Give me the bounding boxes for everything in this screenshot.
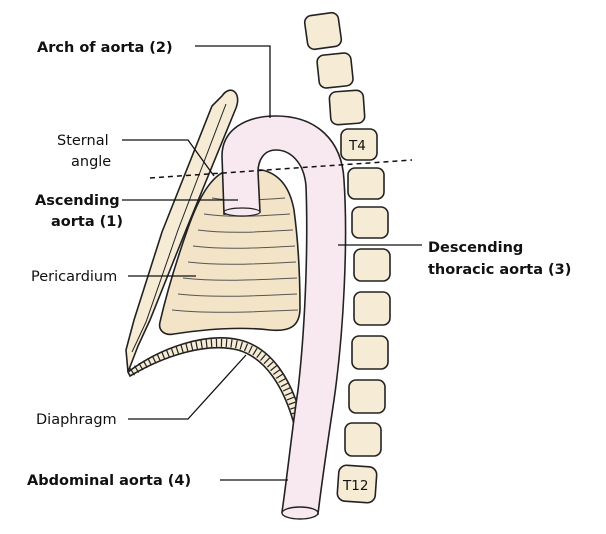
diaphragm-hatch-mark bbox=[210, 339, 213, 348]
diaphragm-hatch-mark bbox=[239, 341, 243, 350]
diaphragm-hatch-mark bbox=[284, 391, 293, 396]
leader-sternal-angle bbox=[122, 139, 215, 177]
diaphragm-hatch-mark bbox=[235, 340, 238, 349]
label-pericardium: Pericardium bbox=[31, 269, 117, 285]
label-ascending: Ascending bbox=[35, 193, 120, 209]
label-abdominal-aorta: Abdominal aorta(4) bbox=[27, 473, 191, 489]
diaphragm-hatch-mark bbox=[270, 365, 278, 372]
diaphragm-hatch-mark bbox=[195, 341, 198, 350]
sternal-angle-plane bbox=[149, 159, 413, 179]
diaphragm-hatch-mark bbox=[266, 361, 274, 368]
leader-arch bbox=[195, 45, 271, 118]
diaphragm-hatch-mark bbox=[142, 360, 148, 368]
diaphragm-hatch-mark bbox=[165, 349, 170, 358]
label-diaphragm: Diaphragm bbox=[36, 412, 117, 428]
vertebra bbox=[353, 291, 391, 326]
diaphragm-hatch-mark bbox=[282, 387, 291, 392]
diaphragm-hatch-mark bbox=[230, 339, 233, 348]
pericardium bbox=[158, 169, 301, 336]
diaphragm-hatch-mark bbox=[205, 339, 208, 348]
vertebra-t12 bbox=[336, 464, 378, 504]
diaphragm-hatch-mark bbox=[156, 353, 161, 362]
label-ascending-aorta: aorta(1) bbox=[51, 214, 123, 230]
vertebra-t4 bbox=[340, 128, 378, 161]
vertebra bbox=[351, 206, 389, 239]
sternum bbox=[125, 89, 239, 373]
diaphragm-hatch-mark bbox=[200, 340, 203, 349]
diaphragm-hatch-mark bbox=[190, 342, 194, 351]
vertebra bbox=[303, 11, 343, 51]
vertebra bbox=[347, 167, 385, 200]
label-sternal: Sternal bbox=[57, 133, 109, 149]
diaphragm-hatch-mark bbox=[147, 358, 153, 366]
label-descending: Descending bbox=[428, 240, 523, 256]
diaphragm-hatch-mark bbox=[252, 347, 258, 356]
label-angle: angle bbox=[71, 154, 111, 170]
diaphragm-hatch-mark bbox=[138, 362, 144, 371]
diaphragm-hatch-mark bbox=[151, 355, 157, 364]
diaphragm-hatch-mark bbox=[275, 373, 284, 379]
diaphragm-hatch-mark bbox=[185, 343, 189, 352]
label-t12: T12 bbox=[342, 478, 368, 494]
leader-diaphragm bbox=[128, 354, 247, 420]
vertebra bbox=[351, 335, 389, 370]
diaphragm-hatch-mark bbox=[170, 347, 175, 356]
vertebra bbox=[344, 422, 382, 457]
label-thoracic-aorta: thoracic aorta(3) bbox=[428, 262, 571, 278]
diaphragm-hatch-mark bbox=[278, 377, 286, 384]
vertebra bbox=[316, 52, 354, 89]
diaphragm-hatch-mark bbox=[256, 350, 262, 358]
pericardium-folds bbox=[171, 197, 299, 313]
diaphragm-hatch-mark bbox=[161, 351, 166, 360]
diaphragm-hatch-mark bbox=[273, 369, 281, 375]
aorta-cut-end bbox=[281, 506, 319, 520]
diaphragm-hatch-mark bbox=[280, 382, 289, 388]
diaphragm-hatch-mark bbox=[243, 343, 249, 352]
ascending-aorta-root bbox=[223, 207, 261, 217]
diaphragm bbox=[126, 337, 311, 474]
vertebra bbox=[353, 248, 391, 282]
diaphragm-hatch-mark bbox=[133, 365, 140, 373]
vertebral-column bbox=[303, 11, 391, 504]
diaphragm-hatch-mark bbox=[288, 401, 297, 406]
diaphragm-hatch-mark bbox=[263, 357, 271, 365]
label-t4: T4 bbox=[348, 138, 366, 154]
vertebra bbox=[348, 379, 386, 414]
diaphragm-hatch-mark bbox=[129, 368, 136, 376]
diaphragm-hatch-mark bbox=[180, 344, 184, 353]
diaphragm-hatch-mark bbox=[286, 396, 295, 401]
diaphragm-hatch-mark bbox=[225, 339, 228, 348]
vertebra bbox=[328, 89, 366, 126]
diaphragm-hatch-mark bbox=[248, 345, 253, 354]
diaphragm-hatch-mark bbox=[175, 346, 180, 355]
diaphragm-hatch-mark bbox=[260, 354, 267, 361]
label-arch-of-aorta: Arch of aorta(2) bbox=[37, 40, 173, 56]
